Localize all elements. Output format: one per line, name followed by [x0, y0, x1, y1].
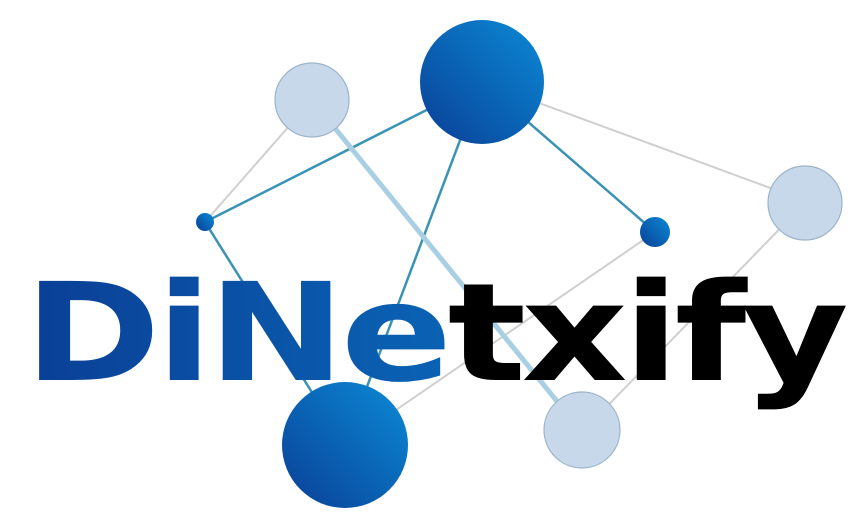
node-pale — [543, 391, 621, 469]
wordmark-blue-part: DiNe — [24, 255, 448, 413]
node-pale — [274, 62, 350, 138]
wordmark-black-part: txify — [448, 255, 847, 413]
node-blue-large — [282, 382, 408, 508]
node-blue-small — [196, 213, 214, 231]
edge — [343, 81, 484, 446]
edge — [310, 98, 584, 434]
node-pale — [767, 165, 843, 241]
edge — [581, 204, 804, 433]
node-blue-large — [420, 20, 544, 144]
node-blue-small — [640, 217, 670, 247]
network-graph-icon — [196, 20, 843, 508]
